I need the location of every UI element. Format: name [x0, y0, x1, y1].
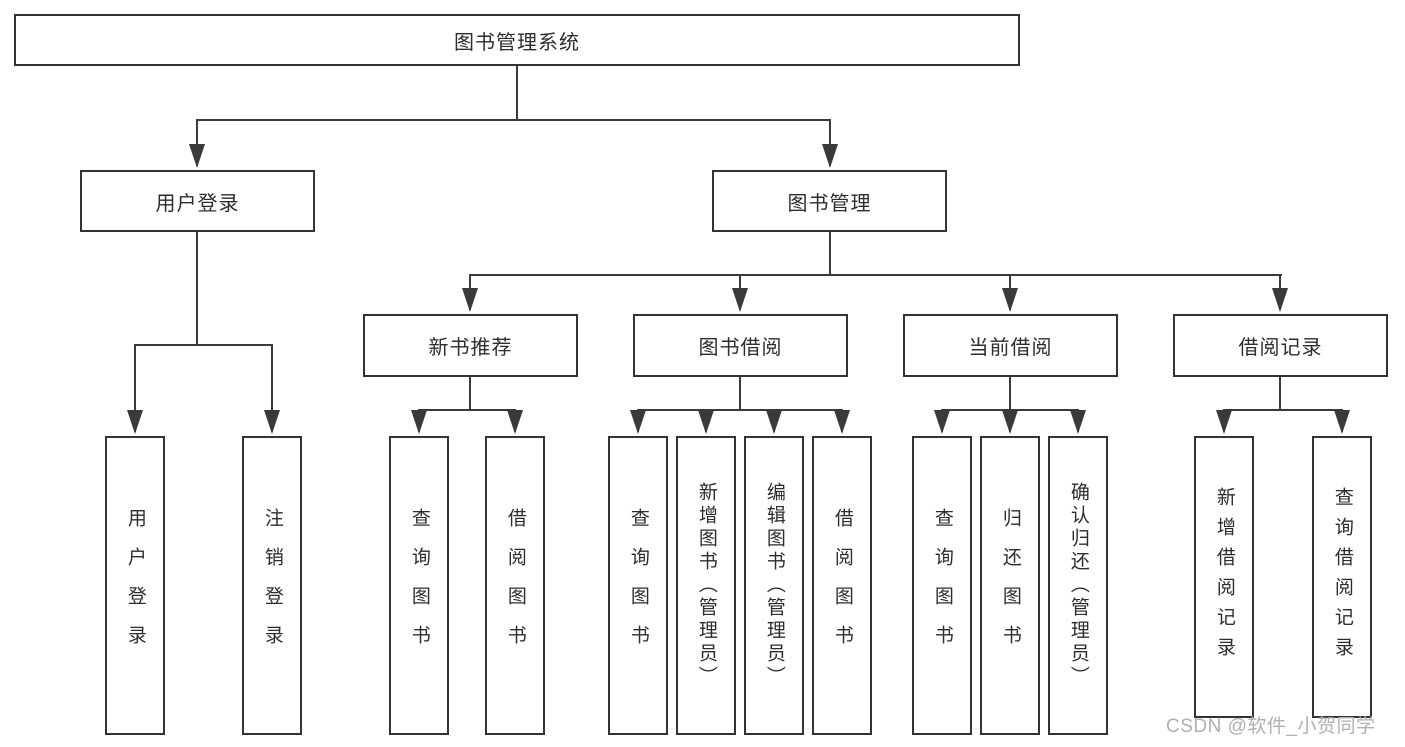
leaf-query-book-current: 查询图书 — [912, 436, 972, 735]
node-book-borrowing-label: 图书借阅 — [698, 337, 783, 359]
leaf-confirm-return-admin: 确认归还（管理员） — [1048, 436, 1108, 735]
node-book-management: 图书管理 — [712, 170, 947, 232]
node-book-borrowing: 图书借阅 — [633, 314, 848, 377]
leaf-query-book-recommend: 查询图书 — [389, 436, 449, 735]
leaf-edit-book-admin: 编辑图书（管理员） — [744, 436, 804, 735]
leaf-borrow-book-recommend: 借阅图书 — [485, 436, 545, 735]
node-root: 图书管理系统 — [14, 14, 1020, 66]
leaf-add-borrow-record-label: 新增借阅记录 — [1213, 487, 1235, 667]
node-book-management-label: 图书管理 — [787, 192, 872, 215]
leaf-confirm-return-admin-label: 确认归还（管理员） — [1067, 482, 1089, 689]
leaf-query-book-borrow-label: 查询图书 — [627, 507, 649, 664]
leaf-return-book: 归还图书 — [980, 436, 1040, 735]
leaf-logout: 注销登录 — [242, 436, 302, 735]
node-current-borrowing-label: 当前借阅 — [968, 337, 1053, 359]
node-borrowing-records: 借阅记录 — [1173, 314, 1388, 377]
node-new-book-recommend-label: 新书推荐 — [428, 337, 513, 359]
node-user-login: 用户登录 — [80, 170, 315, 232]
leaf-edit-book-admin-label: 编辑图书（管理员） — [763, 482, 785, 689]
node-borrowing-records-label: 借阅记录 — [1238, 337, 1323, 359]
leaf-user-login: 用户登录 — [105, 436, 165, 735]
leaf-add-book-admin-label: 新增图书（管理员） — [695, 482, 717, 689]
node-user-login-label: 用户登录 — [155, 192, 240, 215]
csdn-watermark: CSDN @软件_小贺同学 — [1166, 716, 1376, 737]
leaf-query-book-current-label: 查询图书 — [931, 507, 953, 664]
leaf-query-borrow-record-label: 查询借阅记录 — [1331, 487, 1353, 667]
leaf-return-book-label: 归还图书 — [999, 507, 1021, 664]
leaf-add-book-admin: 新增图书（管理员） — [676, 436, 736, 735]
leaf-borrow-book: 借阅图书 — [812, 436, 872, 735]
leaf-logout-label: 注销登录 — [261, 507, 283, 664]
node-root-label: 图书管理系统 — [454, 31, 580, 54]
leaf-query-book-recommend-label: 查询图书 — [408, 507, 430, 664]
leaf-borrow-book-recommend-label: 借阅图书 — [504, 507, 526, 664]
leaf-query-borrow-record: 查询借阅记录 — [1312, 436, 1372, 718]
node-new-book-recommend: 新书推荐 — [363, 314, 578, 377]
leaf-borrow-book-label: 借阅图书 — [831, 507, 853, 664]
leaf-user-login-label: 用户登录 — [124, 507, 146, 664]
node-current-borrowing: 当前借阅 — [903, 314, 1118, 377]
leaf-add-borrow-record: 新增借阅记录 — [1194, 436, 1254, 718]
leaf-query-book-borrow: 查询图书 — [608, 436, 668, 735]
